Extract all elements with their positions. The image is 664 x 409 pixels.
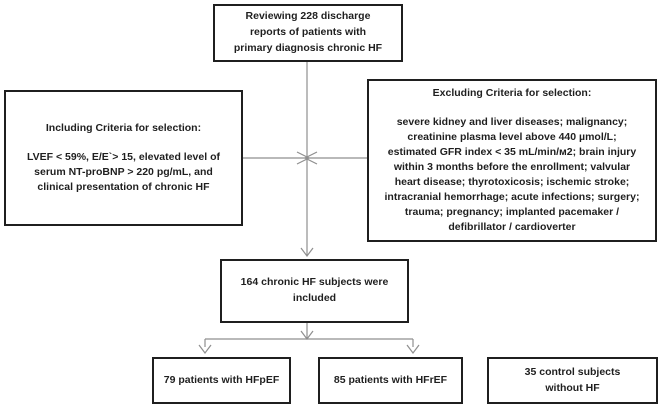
arrow-down-icon [198, 344, 212, 354]
reviewing-reports-text: Reviewing 228 discharge reports of patie… [233, 10, 383, 54]
arrow-right-icon [296, 151, 311, 165]
arrow-down-icon [300, 247, 314, 257]
box-control-subjects: 35 control subjects without HF [487, 357, 658, 404]
box-reviewing-reports: Reviewing 228 discharge reports of patie… [213, 4, 403, 62]
including-criteria-title: Including Criteria for selection: [45, 121, 202, 134]
box-included-subjects: 164 chronic HF subjects were included [220, 259, 409, 323]
arrow-down-icon [406, 344, 420, 354]
excluding-criteria-body: severe kidney and liver diseases; malign… [384, 116, 640, 233]
control-subjects-text: 35 control subjects without HF [524, 366, 621, 394]
box-hfpef-patients: 79 patients with HFpEF [152, 357, 291, 404]
included-subjects-text: 164 chronic HF subjects were included [240, 276, 389, 304]
excluding-criteria-title: Excluding Criteria for selection: [432, 87, 592, 100]
including-criteria-body: LVEF < 59%, E/E`> 15, elevated level of … [27, 150, 220, 194]
hfpef-patients-text: 79 patients with HFpEF [163, 373, 280, 386]
hfref-patients-text: 85 patients with HFrEF [333, 373, 448, 386]
box-excluding-criteria: Excluding Criteria for selection: severe… [367, 79, 657, 242]
box-including-criteria: Including Criteria for selection: LVEF <… [4, 90, 243, 226]
arrow-left-icon [303, 151, 318, 165]
box-hfref-patients: 85 patients with HFrEF [318, 357, 463, 404]
